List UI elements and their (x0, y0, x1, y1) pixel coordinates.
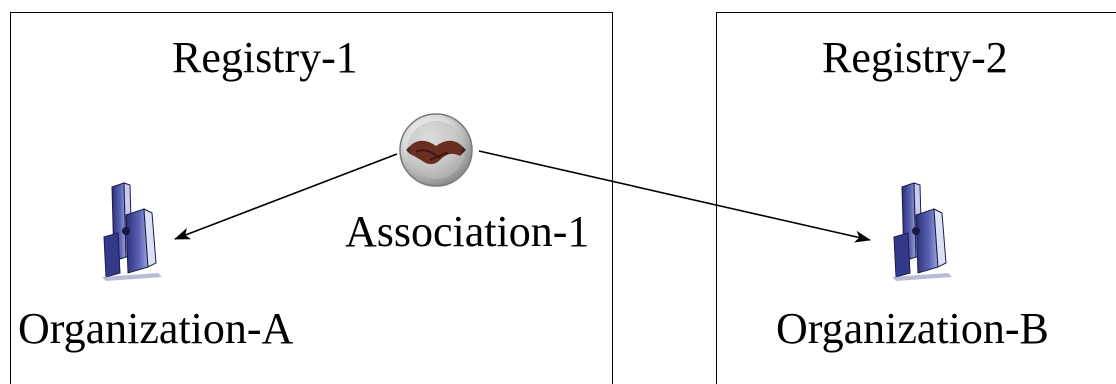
building-icon (102, 182, 162, 281)
diagram-canvas: Registry-1 Registry-2 (10, 12, 1116, 384)
organization-a-label: Organization-A (18, 304, 294, 353)
organization-b-label: Organization-B (776, 304, 1049, 353)
handshake-icon (399, 113, 473, 187)
registry-1-box (10, 12, 613, 384)
association-label: Association-1 (345, 207, 590, 256)
arrow-to-organization-a (174, 153, 398, 240)
arrow-to-organization-b (478, 150, 871, 243)
building-icon (892, 182, 952, 281)
registry-2-box (716, 12, 1116, 384)
registry-1-title: Registry-1 (172, 33, 358, 82)
diagram-graphics (102, 113, 952, 281)
registry-2-title: Registry-2 (822, 33, 1008, 82)
